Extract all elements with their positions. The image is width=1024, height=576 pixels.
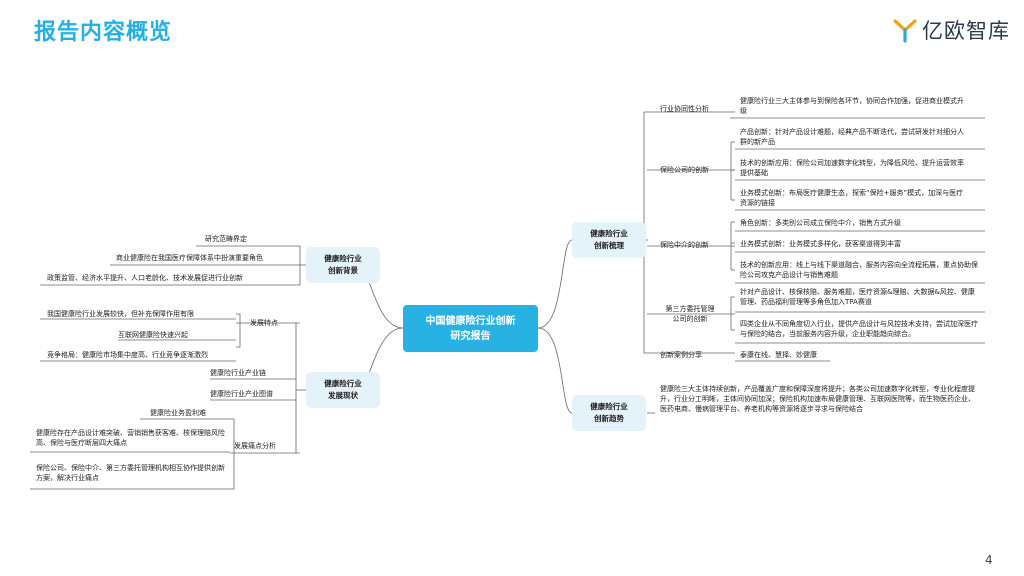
background-item-role: 商业健康险在我国医疗保障体系中扮演重要角色	[116, 254, 263, 262]
branch-background: 健康险行业 创新背景	[306, 247, 380, 283]
status-pain-label: 发展痛点分析	[234, 442, 276, 450]
innovation-cases-text: 泰康在线、慧择、妙健康	[740, 351, 817, 359]
status-chain-label: 健康险行业产业链	[210, 369, 266, 377]
broker-tech: 技术的创新应用：线上与线下渠道融合，服务内容向全流程拓展，重点协助保险公司攻克产…	[740, 261, 978, 279]
innovation-cases-label: 创新案例分享	[660, 351, 702, 359]
innovation-broker-label: 保险中介的创新	[660, 241, 709, 249]
branch-background-line2: 创新背景	[328, 266, 358, 275]
tpa-enterprises: 四类企业从不同角度切入行业，提供产品设计与风控技术支持，尝试加深医疗与保险的结合…	[740, 320, 978, 338]
logo-text: 亿欧智库	[922, 19, 1010, 43]
broker-business: 业务模式创新：业务模式多样化，获客渠道得到丰富	[740, 240, 901, 248]
branch-status-line2: 发展现状	[328, 391, 358, 400]
branch-status: 健康险行业 发展现状	[306, 372, 380, 408]
branch-innovation: 健康险行业 创新梳理	[572, 222, 646, 258]
brand-logo: 亿欧智库	[892, 16, 1010, 44]
broker-role: 角色创新：多类别公司成立保险中介，销售方式升级	[740, 219, 901, 227]
central-topic-line2: 研究报告	[450, 330, 491, 342]
insurer-tech: 技术的创新应用：保险公司加速数字化转型，为降低风险、提升运营效率提供基础	[740, 159, 964, 177]
innovation-tpa-label: 第三方委托管理 公司的创新	[656, 304, 724, 324]
background-item-drivers: 政策监管、经济水平提升、人口老龄化、技术发展促进行业创新	[47, 274, 243, 282]
innovation-synergy-text: 健康险行业三大主体参与到保险各环节，协同合作加强，促进商业模式升级	[740, 97, 964, 115]
branch-innovation-line1: 健康险行业	[590, 229, 628, 238]
status-pain-four: 健康险存在产品设计难突破、营销销售获客难、核保理赔风险高、保险与医疗断层四大痛点	[36, 429, 225, 447]
page-number: 4	[985, 553, 993, 567]
status-pain-profit: 健康险业务盈利难	[150, 409, 206, 417]
branch-trend-line1: 健康险行业	[590, 402, 628, 411]
trend-text: 健康险三大主体持续创新，产品覆盖广度和保障深度将提升；各类公司加速数字化转型，专…	[660, 385, 975, 413]
central-topic: 中国健康险行业创新 研究报告	[403, 305, 538, 352]
status-feature-internet: 互联网健康险快速兴起	[118, 331, 188, 339]
innovation-insurer-label: 保险公司的创新	[660, 166, 709, 174]
innovation-synergy-label: 行业协同性分析	[660, 105, 709, 113]
central-topic-line1: 中国健康险行业创新	[425, 315, 516, 327]
branch-trend-line2: 创新趋势	[594, 414, 624, 423]
tpa-label-line2: 公司的创新	[672, 315, 708, 323]
status-feature-growth: 我国健康险行业发展较快，但补充保障作用有限	[47, 310, 194, 318]
status-features-label: 发展特点	[250, 319, 278, 327]
branch-trend: 健康险行业 创新趋势	[572, 395, 646, 431]
branch-innovation-line2: 创新梳理	[594, 241, 624, 250]
branch-status-line1: 健康险行业	[324, 379, 362, 388]
status-pain-solution: 保险公司、保险中介、第三方委托管理机构相互协作提供创新方案，解决行业痛点	[36, 464, 225, 482]
status-map-label: 健康险行业产业图谱	[210, 390, 273, 398]
tpa-label-line1: 第三方委托管理	[665, 305, 715, 313]
yiou-logo-icon	[893, 19, 917, 43]
tpa-roles: 针对产品设计、核保核赔、服务难题，医疗资源&理赔、大数据&风控、健康管理、药品福…	[740, 288, 975, 306]
insurer-business: 业务模式创新：布局医疗健康生态，探索“保险+服务”模式，加深与医疗资源的链接	[740, 189, 964, 207]
status-feature-competition: 竞争格局：健康险市场集中度高、行业竞争逐渐激烈	[47, 351, 208, 359]
background-item-scope: 研究范畴界定	[205, 235, 247, 243]
insurer-product: 产品创新：针对产品设计难题，经典产品不断迭代，尝试研发针对细分人群的新产品	[740, 128, 964, 146]
branch-background-line1: 健康险行业	[324, 254, 362, 263]
page-title: 报告内容概览	[34, 20, 173, 45]
